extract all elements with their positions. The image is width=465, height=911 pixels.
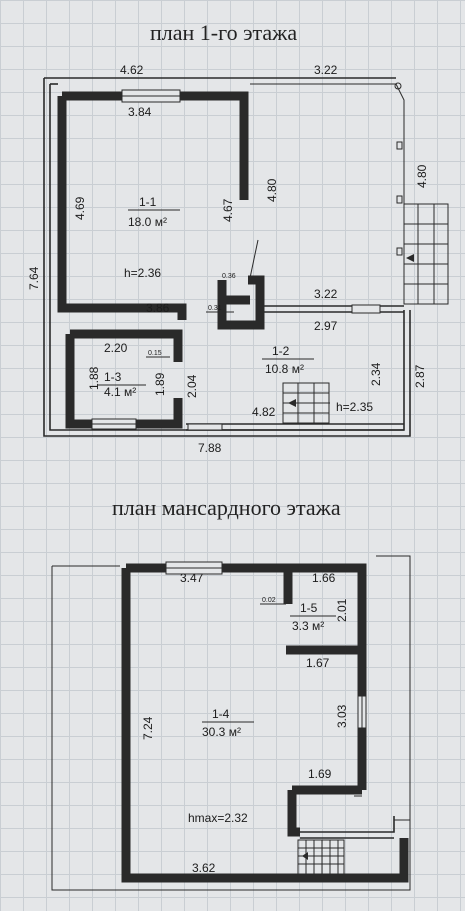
svg-text:1-1: 1-1 (139, 195, 157, 209)
dim-4-80-outer: 4.80 (415, 164, 429, 188)
plan2-stairs (297, 839, 345, 875)
dim-2-20: 2.20 (104, 341, 128, 355)
svg-text:30.3 м²: 30.3 м² (202, 725, 241, 739)
dim-1-69: 1.69 (308, 767, 332, 781)
plan1-ceiling-height: h=2.36 (124, 266, 161, 280)
plan1-outer-wall (43, 78, 411, 437)
dim-4-82: 4.82 (252, 405, 276, 419)
plan1-chimney (217, 275, 265, 330)
plan1-room-1-2-label: 1-2 10.8 м² (262, 344, 314, 376)
svg-text:1-4: 1-4 (212, 707, 230, 721)
plan1-walls (43, 77, 411, 437)
plan1-stairs (282, 382, 330, 424)
plan2-max-height: hmax=2.32 (188, 811, 248, 825)
plan1-terrace-outline (250, 83, 405, 300)
dim-3-62: 3.62 (192, 861, 216, 875)
dim-2-34: 2.34 (369, 362, 383, 386)
dim-4-67: 4.67 (221, 198, 235, 222)
dim-2-04: 2.04 (185, 374, 199, 398)
dim-3-84: 3.84 (128, 105, 152, 119)
svg-text:10.8 м²: 10.8 м² (265, 362, 304, 376)
dim-3-03: 3.03 (335, 704, 349, 728)
dim-1-66: 1.66 (312, 571, 336, 585)
dim-1-67: 1.67 (306, 656, 330, 670)
plan2-left-wall (121, 568, 300, 883)
dim-7-24: 7.24 (141, 716, 155, 740)
dim-0-15: 0.15 (148, 350, 162, 357)
plan1-title: план 1-го этажа (150, 20, 297, 45)
dim-4-62: 4.62 (120, 63, 144, 77)
dim-3-86: 3.86 (146, 301, 170, 315)
plan1-room11-wall (57, 96, 187, 320)
dim-2-01: 2.01 (335, 598, 349, 622)
dim-1-88: 1.88 (87, 366, 101, 390)
plan2-room-1-5-label: 1-5 3.3 м² (290, 601, 336, 633)
dim-7-88: 7.88 (198, 441, 222, 455)
plan1-room-1-3-label: 1-3 4.1 м² (98, 370, 146, 399)
dim-3-22-mid: 3.22 (314, 287, 338, 301)
plan2-outer-outline (51, 555, 411, 891)
dim-1-89: 1.89 (153, 372, 167, 396)
dim-7-64: 7.64 (27, 266, 41, 290)
plan1-room13-wall (70, 329, 183, 362)
svg-text:1-5: 1-5 (300, 601, 318, 615)
plan1-stair-height: h=2.35 (336, 400, 373, 414)
dim-0-36: 0.36 (222, 273, 236, 280)
svg-text:1-3: 1-3 (104, 370, 122, 384)
dim-3-22-top: 3.22 (314, 63, 338, 77)
dim-0-31: 0.31 (208, 305, 222, 312)
plan2-title: план мансардного этажа (112, 495, 341, 520)
plan1-porch-stairs (403, 203, 449, 305)
dim-2-97: 2.97 (314, 319, 338, 333)
plan1-room-1-1-label: 1-1 18.0 м² (128, 195, 180, 229)
plan2-walls (51, 555, 411, 891)
dim-4-69: 4.69 (73, 196, 87, 220)
svg-text:1-2: 1-2 (272, 344, 290, 358)
dim-0-02: 0.02 (262, 597, 276, 604)
dim-2-87: 2.87 (413, 364, 427, 388)
dim-3-47: 3.47 (180, 571, 204, 585)
svg-text:4.1 м²: 4.1 м² (104, 385, 136, 399)
dim-4-80-inner: 4.80 (265, 178, 279, 202)
svg-text:18.0 м²: 18.0 м² (128, 215, 167, 229)
svg-text:3.3 м²: 3.3 м² (292, 619, 324, 633)
plan2-room-1-4-label: 1-4 30.3 м² (202, 707, 254, 739)
